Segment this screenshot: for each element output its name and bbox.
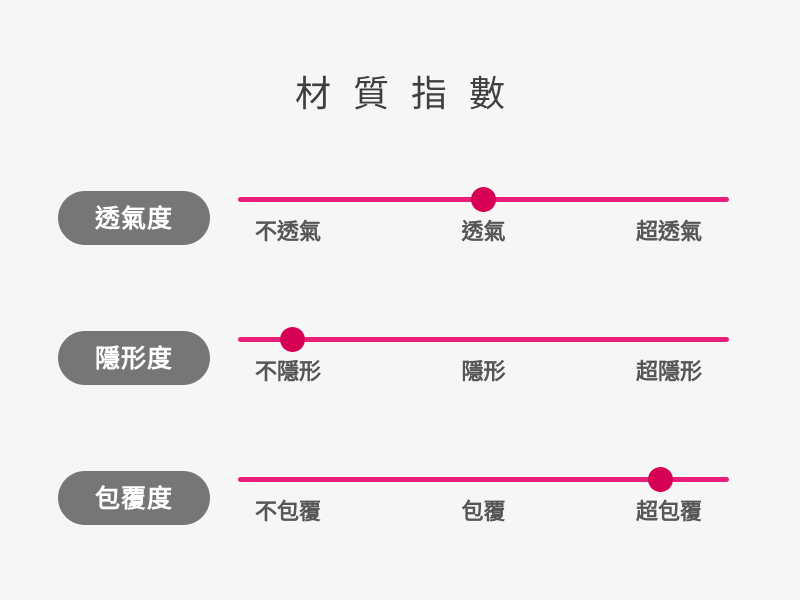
metric-label-pill-breathability: 透氣度 <box>58 191 210 245</box>
slider-track[interactable] <box>238 477 729 482</box>
tick-label-high: 超隱形 <box>635 360 702 385</box>
tick-label-low: 不透氣 <box>255 220 322 245</box>
slider-breathability[interactable] <box>238 187 729 213</box>
metric-label-pill-invisibility: 隱形度 <box>58 331 210 385</box>
metric-row: 隱形度 不隱形 隱形 超隱形 <box>0 315 800 425</box>
tick-label-low: 不包覆 <box>255 500 322 525</box>
metric-label-text: 隱形度 <box>94 343 173 373</box>
slider-tick-labels: 不透氣 透氣 超透氣 <box>238 217 729 251</box>
metric-label-text: 透氣度 <box>94 203 173 233</box>
slider-tick-labels: 不隱形 隱形 超隱形 <box>238 357 729 391</box>
metric-row: 包覆度 不包覆 包覆 超包覆 <box>0 455 800 565</box>
tick-label-mid: 透氣 <box>461 220 506 245</box>
slider-tick-labels: 不包覆 包覆 超包覆 <box>238 497 729 531</box>
tick-label-mid: 包覆 <box>461 500 506 525</box>
metric-label-pill-coverage: 包覆度 <box>58 471 210 525</box>
tick-label-mid: 隱形 <box>461 360 506 385</box>
tick-label-high: 超透氣 <box>635 220 702 245</box>
slider-invisibility[interactable] <box>238 327 729 353</box>
tick-label-low: 不隱形 <box>255 360 322 385</box>
metric-row: 透氣度 不透氣 透氣 超透氣 <box>0 175 800 285</box>
tick-label-high: 超包覆 <box>635 500 702 525</box>
slider-thumb[interactable] <box>647 467 673 492</box>
slider-thumb[interactable] <box>279 327 305 352</box>
page-title: 材質指數 <box>294 74 527 116</box>
slider-track[interactable] <box>238 337 729 342</box>
metric-label-text: 包覆度 <box>94 483 173 513</box>
slider-thumb[interactable] <box>471 187 496 212</box>
slider-coverage[interactable] <box>238 467 729 493</box>
